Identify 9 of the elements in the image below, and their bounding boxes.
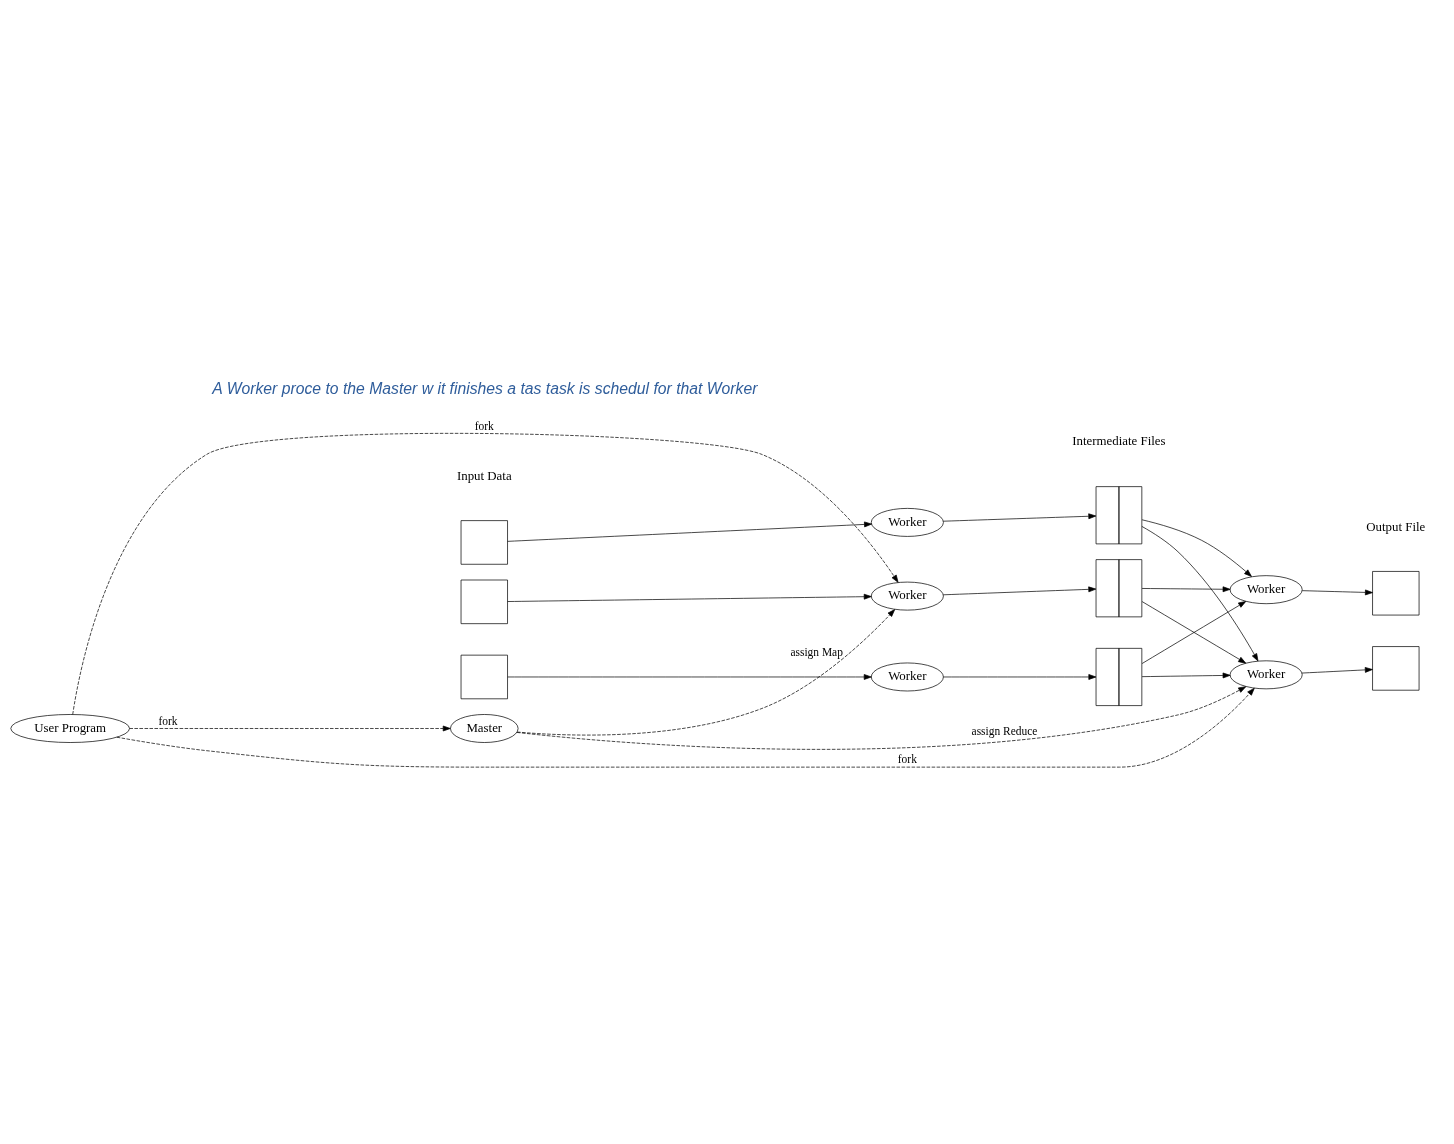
label: Input Data xyxy=(456,468,512,483)
label: Intermediate Files xyxy=(1072,433,1166,448)
edge-label: fork xyxy=(158,714,178,727)
edge-label: assign Reduce xyxy=(971,724,1038,737)
edge-label: fork xyxy=(474,419,494,432)
edge-label: assign Map xyxy=(790,645,843,658)
edge-label: fork xyxy=(897,752,917,765)
label: A Worker proce to the Master w it finishes a tas task is schedul for that Worker xyxy=(212,379,758,397)
label: Output File xyxy=(1366,519,1426,534)
